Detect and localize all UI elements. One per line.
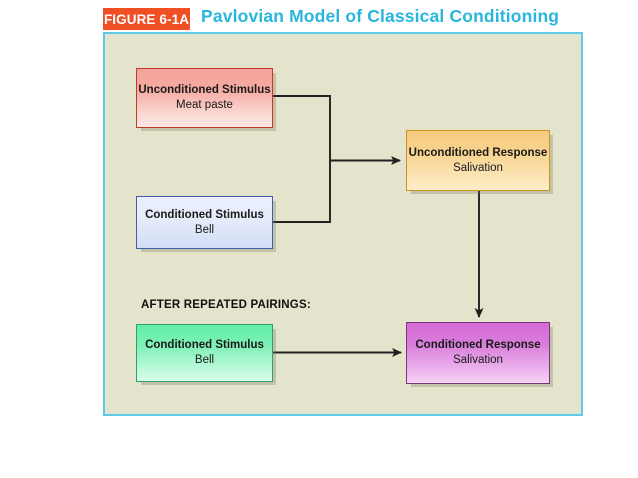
node-title: Conditioned Stimulus	[145, 339, 264, 351]
node-conditioned-stimulus-top: Conditioned Stimulus Bell	[136, 196, 273, 249]
node-title: Conditioned Response	[415, 339, 541, 351]
node-unconditioned-stimulus: Unconditioned Stimulus Meat paste	[136, 68, 273, 128]
node-title: Conditioned Stimulus	[145, 208, 264, 221]
node-title: Unconditioned Stimulus	[138, 84, 271, 96]
figure-number-badge: FIGURE 6-1A	[103, 8, 190, 30]
node-subtitle: Bell	[194, 354, 215, 366]
node-subtitle: Bell	[194, 223, 215, 236]
node-unconditioned-response: Unconditioned Response Salivation	[406, 130, 550, 191]
node-conditioned-response: Conditioned Response Salivation	[406, 322, 550, 384]
section-label-after-repeated-pairings: AFTER REPEATED PAIRINGS:	[141, 299, 311, 311]
node-conditioned-stimulus-bottom: Conditioned Stimulus Bell	[136, 324, 273, 382]
node-subtitle: Salivation	[453, 161, 503, 174]
node-subtitle: Meat paste	[176, 99, 233, 111]
figure-title: Pavlovian Model of Classical Conditionin…	[201, 6, 560, 26]
figure-header: FIGURE 6-1A Pavlovian Model of Classical…	[0, 0, 638, 33]
node-title: Unconditioned Response	[408, 146, 548, 159]
node-subtitle: Salivation	[453, 354, 503, 366]
